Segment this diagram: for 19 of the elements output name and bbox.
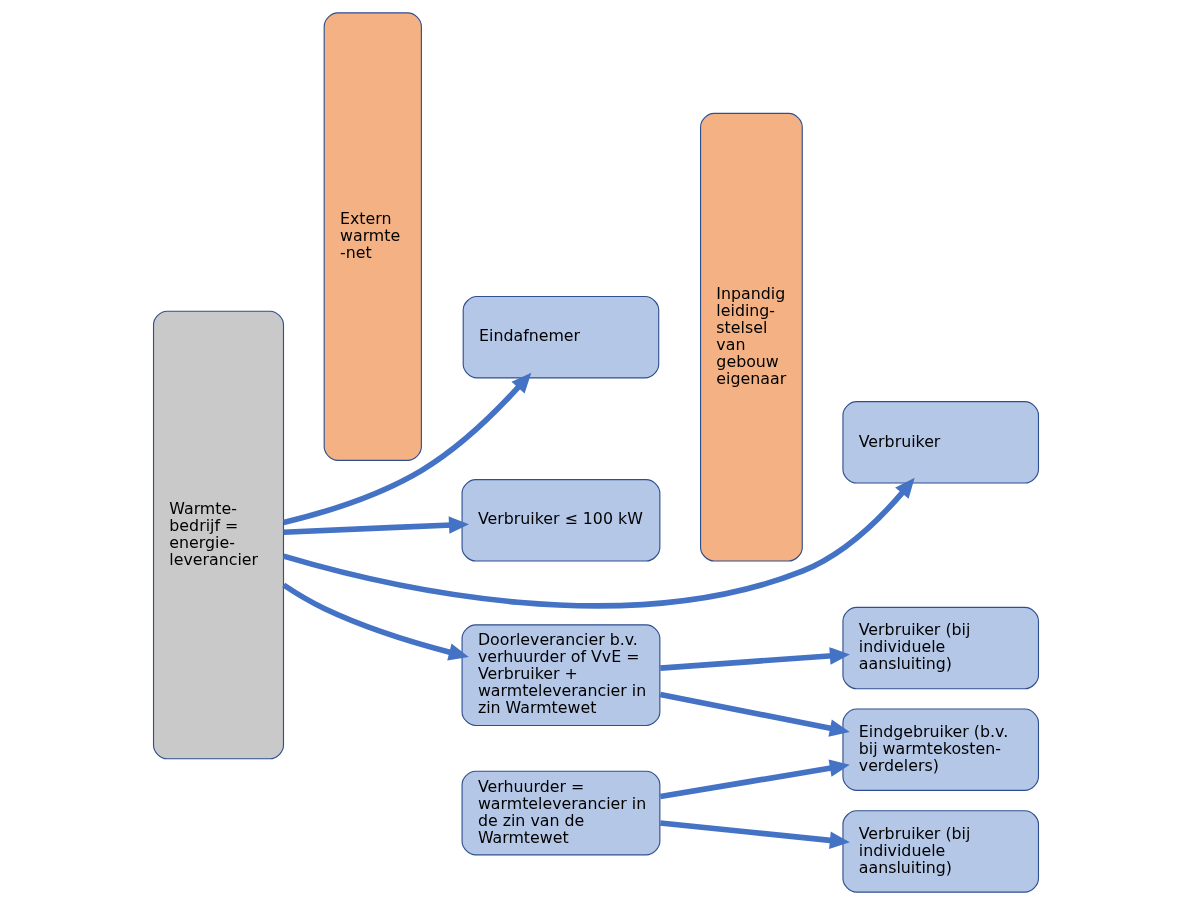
node-box: Verbruiker — [842, 401, 1040, 484]
arrow — [283, 372, 532, 526]
node-box: Verhuurder = warmteleverancier in de zin van de Warmtewet — [461, 770, 661, 856]
node-box: Doorleverancier b.v. verhuurder of VvE = Verbruiker + warmteleverancier in zin Warmtewet — [461, 624, 661, 726]
node-box: Extern warmte -net — [323, 12, 422, 461]
node-box: Verbruiker (bij individuele aansluiting) — [842, 810, 1040, 893]
arrow — [659, 759, 850, 800]
arrow — [660, 820, 850, 849]
arrow — [282, 477, 915, 609]
arrow — [660, 647, 850, 671]
arrow — [283, 516, 470, 536]
node-box: Verbruiker ≤ 100 kW — [461, 479, 661, 562]
arrow — [659, 691, 850, 737]
node-box: Inpandig leiding- stelsel van gebouw eigenaar — [699, 112, 803, 562]
node-box: Warmte- bedrijf = energie- leverancier — [152, 310, 285, 760]
arrow — [282, 582, 469, 661]
node-box: Eindgebruiker (b.v. bij warmtekosten- verdelers) — [842, 708, 1040, 791]
node-box: Eindafnemer — [462, 295, 660, 379]
node-box: Verbruiker (bij individuele aansluiting) — [842, 606, 1040, 690]
